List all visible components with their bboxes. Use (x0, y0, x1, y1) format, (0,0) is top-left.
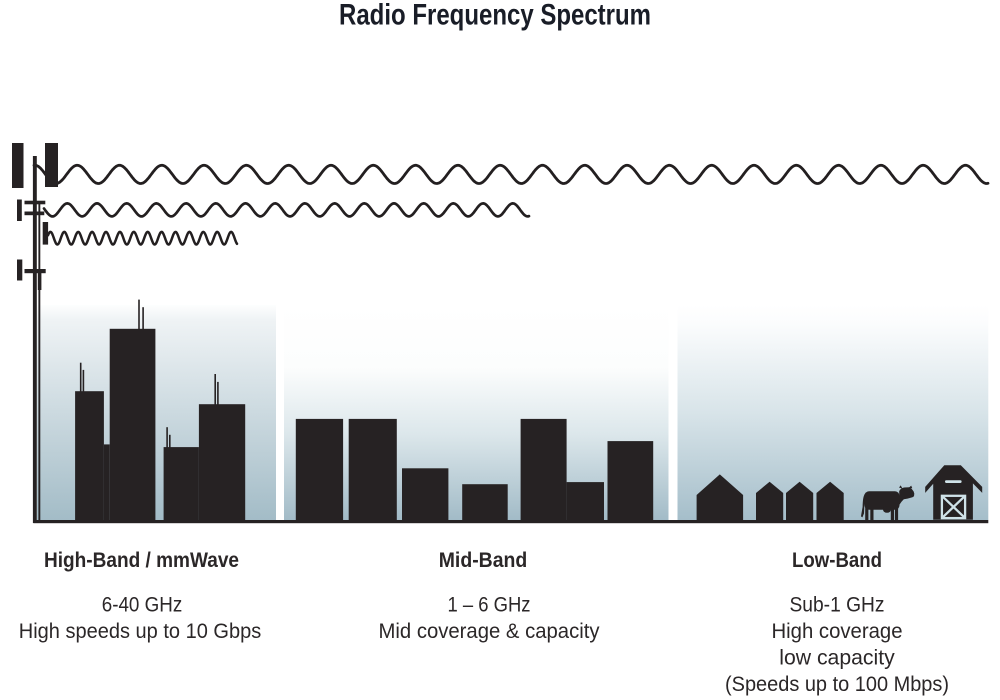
svg-text:low capacity: low capacity (779, 647, 895, 670)
svg-text:Low-Band: Low-Band (792, 549, 882, 572)
svg-text:Mid-Band: Mid-Band (439, 549, 528, 572)
svg-text:Mid coverage & capacity: Mid coverage & capacity (379, 620, 600, 643)
svg-text:6-40 GHz: 6-40 GHz (102, 594, 183, 617)
svg-text:(Speeds up to 100 Mbps): (Speeds up to 100 Mbps) (725, 673, 949, 696)
svg-text:High coverage: High coverage (772, 620, 903, 643)
svg-text:1 – 6 GHz: 1 – 6 GHz (448, 594, 531, 617)
svg-text:High speeds up to 10 Gbps: High speeds up to 10 Gbps (19, 620, 262, 643)
svg-text:High-Band / mmWave: High-Band / mmWave (44, 549, 239, 572)
svg-text:Radio Frequency Spectrum: Radio Frequency Spectrum (339, 0, 651, 32)
svg-text:Sub-1 GHz: Sub-1 GHz (790, 594, 885, 617)
